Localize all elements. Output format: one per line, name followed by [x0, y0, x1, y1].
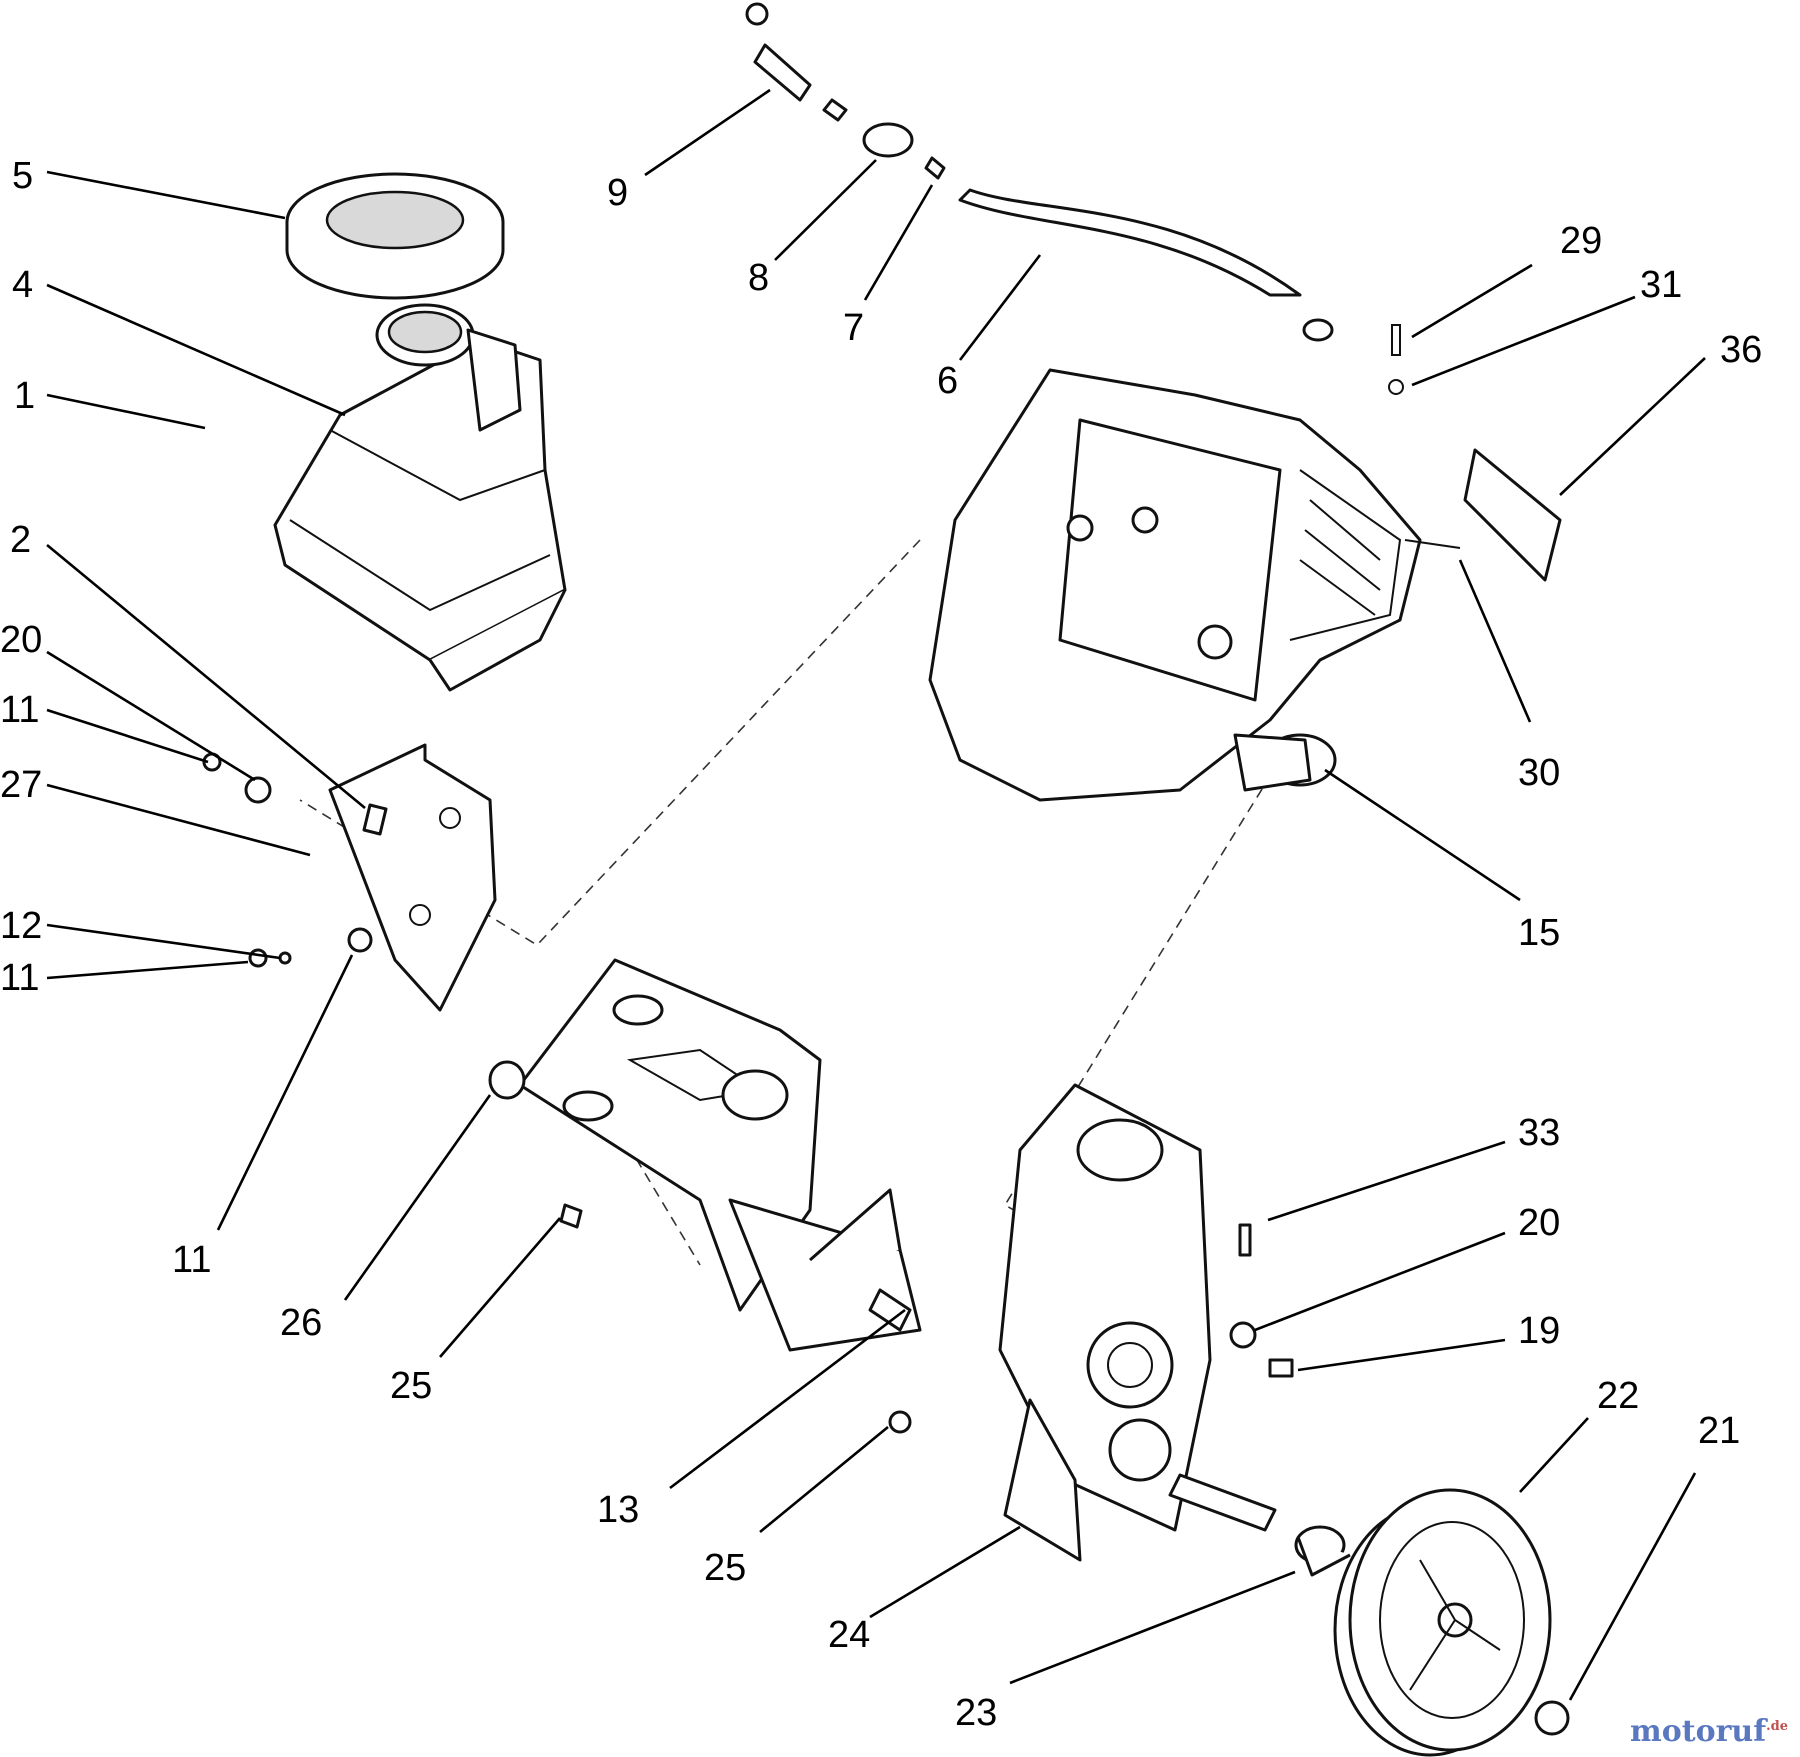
callout-label: 23 — [955, 1692, 997, 1734]
wheel-assembly-illustration — [1168, 1473, 1570, 1757]
fuel-cap-illustration — [285, 172, 505, 300]
callout-label: 13 — [597, 1489, 639, 1531]
callout-label: 2 — [10, 519, 31, 561]
callout-label: 4 — [12, 264, 33, 306]
callout-label: 12 — [0, 905, 42, 947]
site-watermark: motoruf.de — [1630, 1714, 1788, 1749]
fuel-tank-illustration — [273, 303, 567, 692]
side-bracket-illustration — [202, 743, 497, 1012]
callout-label: 9 — [607, 172, 628, 214]
gear-case-illustration — [888, 1083, 1294, 1562]
callout-label: 25 — [390, 1365, 432, 1407]
callout-label: 33 — [1518, 1112, 1560, 1154]
callout-label: 25 — [704, 1547, 746, 1589]
callout-label: 20 — [0, 619, 42, 661]
muffler-guard-illustration — [1388, 324, 1562, 582]
callout-label: 29 — [1560, 220, 1602, 262]
callout-label: 5 — [12, 155, 33, 197]
callout-label: 26 — [280, 1302, 322, 1344]
callout-label: 8 — [748, 257, 769, 299]
callout-label: 21 — [1698, 1410, 1740, 1452]
callout-labels: 5 4 1 2 20 11 27 12 11 11 26 25 9 8 7 6 … — [0, 155, 1762, 1734]
callout-label: 11 — [0, 689, 39, 731]
fuel-line-illustration — [745, 2, 1334, 342]
callout-label: 1 — [14, 375, 35, 417]
callout-label: 31 — [1640, 264, 1682, 306]
callout-label: 11 — [0, 957, 39, 999]
leader-lines — [46, 88, 1706, 1701]
watermark-suffix: .de — [1766, 1719, 1788, 1734]
engine-illustration — [928, 368, 1422, 802]
callout-label: 19 — [1518, 1310, 1560, 1352]
callout-label: 24 — [828, 1614, 870, 1656]
frame-housing-illustration — [488, 958, 922, 1352]
callout-label: 22 — [1597, 1375, 1639, 1417]
callout-label: 7 — [843, 307, 864, 349]
callout-label: 36 — [1720, 329, 1762, 371]
callout-label: 27 — [0, 764, 42, 806]
callout-label: 11 — [172, 1239, 211, 1281]
callout-label: 20 — [1518, 1202, 1560, 1244]
callout-label: 30 — [1518, 752, 1560, 794]
callout-label: 15 — [1518, 912, 1560, 954]
callout-label: 6 — [937, 360, 958, 402]
watermark-text: motoruf — [1629, 1714, 1767, 1749]
